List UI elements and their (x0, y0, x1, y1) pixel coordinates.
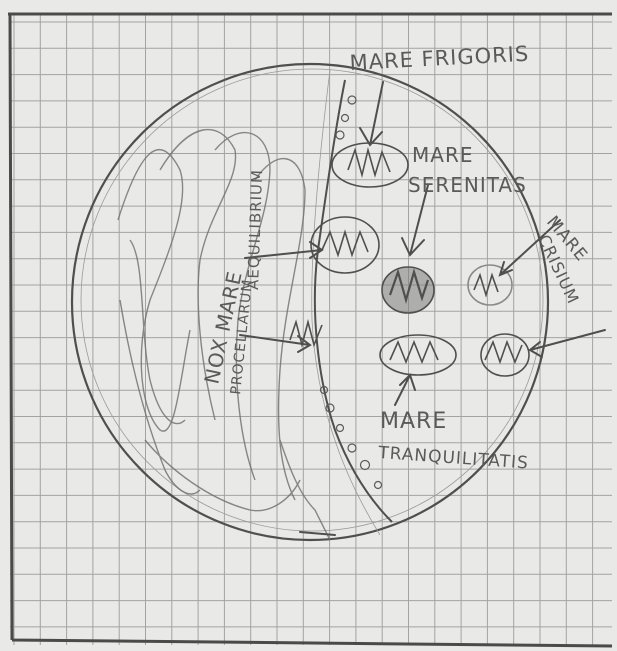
label-mare-tranquillitatis-line1: MARE (380, 409, 447, 434)
label-mare-serenitatis-line2: SERENITAS (408, 173, 527, 197)
label-mare-serenitatis-line1: MARE (412, 143, 473, 167)
